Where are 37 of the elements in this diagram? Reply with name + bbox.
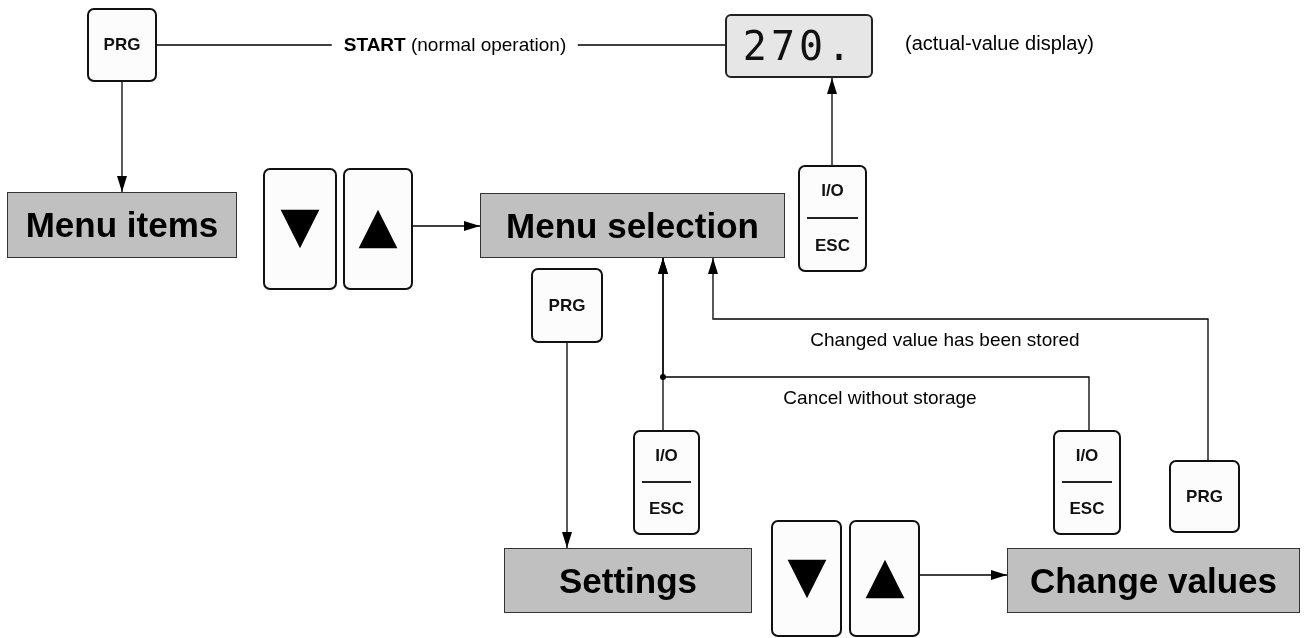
key-label: ESC [815, 235, 850, 256]
arrow [658, 257, 1090, 431]
keypad-key [531, 268, 603, 343]
arrow [708, 257, 1209, 461]
keypad-key [798, 165, 867, 272]
key-label: PRG [103, 35, 141, 55]
key-label: I/O [1075, 445, 1099, 466]
keypad-key [1053, 430, 1121, 535]
key-label: PRG [1186, 486, 1223, 507]
keypad-key [343, 168, 413, 290]
state-box [1007, 548, 1300, 613]
state-box [504, 548, 752, 613]
key-label: PRG [548, 295, 586, 316]
state-label: Settings [558, 560, 698, 601]
key-label: I/O [821, 181, 844, 202]
arrow [117, 81, 127, 193]
keypad-key [1169, 460, 1240, 533]
state-label: Change values [1029, 560, 1277, 601]
lcd-display [725, 14, 873, 78]
node-label: (actual-value display) [905, 32, 1094, 55]
arrow [562, 342, 572, 549]
key-label: ESC [649, 499, 684, 520]
state-label: Menu selection [506, 205, 759, 246]
key-label: ESC [1069, 499, 1105, 520]
state-box [480, 193, 785, 258]
keypad-key [87, 8, 157, 82]
keypad-key [633, 430, 700, 535]
arrow [827, 77, 837, 166]
keypad-key [849, 520, 920, 637]
keypad-key [263, 168, 337, 290]
arrow [412, 221, 481, 231]
display-digits: 270. [742, 26, 856, 66]
state-label: Menu items [25, 205, 219, 245]
state-box [7, 192, 237, 258]
keypad-key [771, 520, 842, 637]
key-label: I/O [655, 445, 678, 466]
arrow [919, 570, 1008, 580]
